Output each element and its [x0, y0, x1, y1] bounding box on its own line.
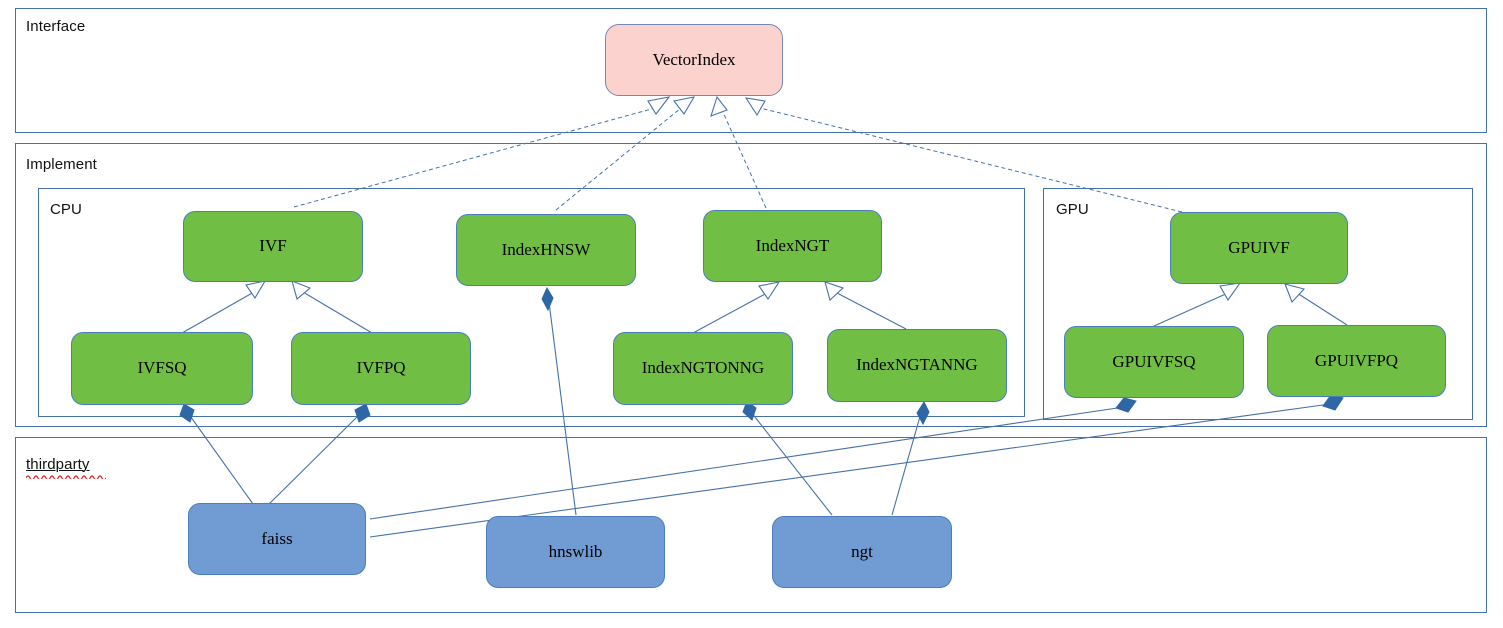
node-gpuivfsq[interactable]: GPUIVFSQ [1064, 326, 1244, 398]
group-interface-label: Interface [26, 18, 86, 35]
group-cpu-label: CPU [50, 201, 82, 218]
node-indexngtonng[interactable]: IndexNGTONNG [613, 332, 793, 405]
node-gpuivfpq[interactable]: GPUIVFPQ [1267, 325, 1446, 397]
group-implement-label: Implement [26, 156, 97, 173]
node-hnswlib[interactable]: hnswlib [486, 516, 665, 588]
node-ivfpq[interactable]: IVFPQ [291, 332, 471, 405]
group-gpu-label: GPU [1056, 201, 1089, 218]
node-faiss[interactable]: faiss [188, 503, 366, 575]
node-vectorindex[interactable]: VectorIndex [605, 24, 783, 96]
node-gpuivf[interactable]: GPUIVF [1170, 212, 1348, 284]
node-ivfsq[interactable]: IVFSQ [71, 332, 253, 405]
node-indexngtanng[interactable]: IndexNGTANNG [827, 329, 1007, 402]
node-indexhnsw[interactable]: IndexHNSW [456, 214, 636, 286]
node-ngt[interactable]: ngt [772, 516, 952, 588]
group-thirdparty-label: thirdparty [26, 456, 90, 473]
node-ivf[interactable]: IVF [183, 211, 363, 282]
node-indexngt[interactable]: IndexNGT [703, 210, 882, 282]
